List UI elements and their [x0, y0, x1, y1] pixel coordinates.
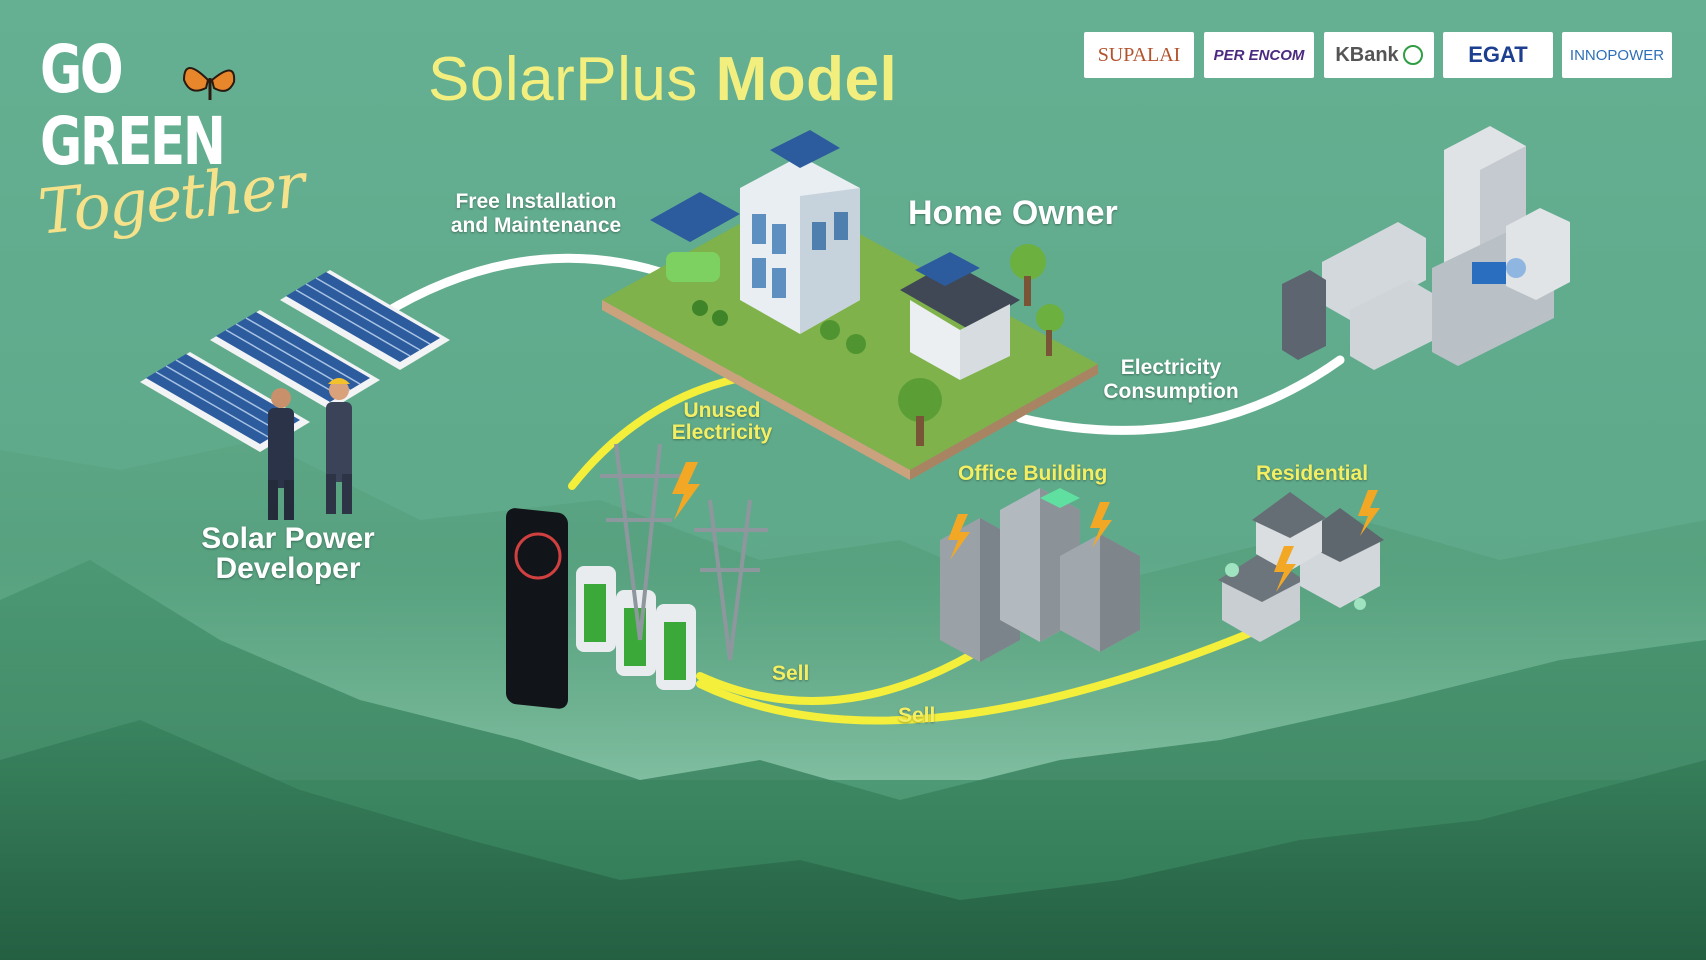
mountain-near — [0, 720, 1706, 960]
partner-name: SUPALAI — [1097, 43, 1181, 66]
partner-name: KBank — [1335, 43, 1399, 66]
business-people-icon — [268, 378, 352, 520]
butterfly-icon — [182, 67, 236, 100]
label-residential: Residential — [1256, 462, 1369, 485]
label-unused: Unused Electricity — [671, 399, 773, 444]
partner-logo-supalai: SUPALAI — [1084, 32, 1194, 78]
home-owner-house-icon — [602, 130, 1098, 480]
brand-line1: GO — [40, 31, 124, 108]
label-home-owner: Home Owner — [908, 194, 1118, 232]
brand-line2: GREEN — [40, 103, 226, 180]
office-building-icon — [940, 488, 1140, 662]
flow-sell-office-line — [696, 636, 1000, 705]
title-light: SolarPlus — [428, 45, 698, 114]
partner-name: EGAT — [1468, 42, 1528, 67]
partner-logo-perencom: PER ENCOM — [1204, 32, 1314, 78]
kbank-leaf-icon — [1402, 45, 1423, 65]
office-lightning-icon — [948, 514, 970, 560]
label-sell-residential: Sell — [898, 704, 936, 727]
label-developer: Solar Power Developer — [201, 522, 375, 585]
partner-logo-egat: EGAT — [1443, 32, 1553, 78]
partner-logo-innopower: INNOPOWER — [1562, 32, 1672, 78]
page-title: SolarPlus Model — [428, 44, 897, 115]
label-sell-office: Sell — [772, 662, 810, 685]
battery-storage-icon — [506, 508, 696, 709]
residential-lightning-icon-2 — [1274, 546, 1296, 592]
partner-name: PER ENCOM — [1213, 46, 1305, 64]
residential-lightning-icon — [1358, 490, 1380, 536]
flow-free-install-line — [375, 253, 665, 321]
power-pylon-icon — [600, 443, 768, 661]
label-consumption: Electricity Consumption — [1103, 356, 1239, 403]
label-office: Office Building — [958, 462, 1108, 485]
office-lightning-icon-2 — [1090, 502, 1112, 548]
flow-consumption-line — [1015, 355, 1345, 435]
solar-panel-array-icon — [140, 270, 450, 452]
partner-name: INNOPOWER — [1569, 46, 1665, 64]
home-appliances-icon — [1282, 126, 1570, 370]
label-free-install: Free Installation and Maintenance — [450, 190, 622, 237]
lightning-icon — [672, 462, 700, 520]
partner-logo-kbank: KBank — [1324, 32, 1434, 78]
flow-unused-line — [568, 374, 744, 490]
title-bold: Model — [715, 45, 898, 114]
residential-houses-icon — [1218, 492, 1384, 642]
flow-sell-residential-line — [696, 620, 1276, 725]
brand-logo: GO GREEN — [40, 31, 226, 180]
